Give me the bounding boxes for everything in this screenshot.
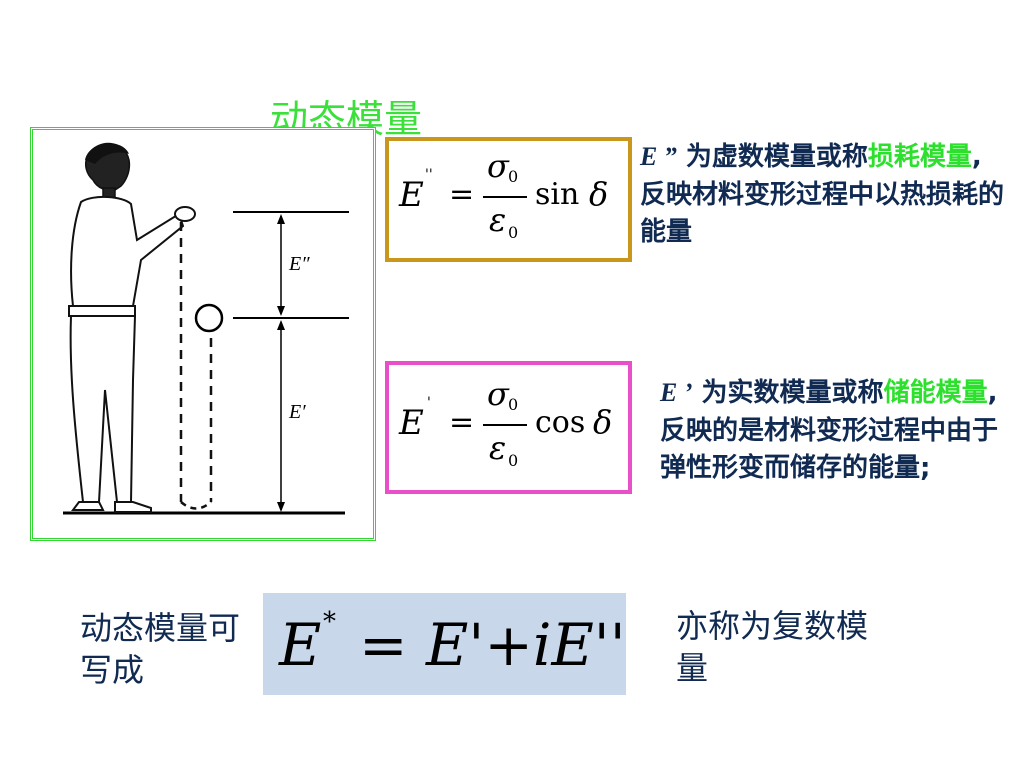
storage-text-1: 为实数模量或称 xyxy=(692,378,884,408)
formula-numerator: σ xyxy=(487,147,509,185)
complex-modulus-formula: E * = E'+iE'' xyxy=(263,593,626,695)
illustration-frame: E″ E′ xyxy=(30,127,376,541)
complex-rhs: = E'+iE'' xyxy=(359,611,626,679)
bottom-left-text: 动态模量可写成 xyxy=(80,609,241,689)
formula-lhs: E xyxy=(399,403,424,443)
label-loss-height: E″ xyxy=(288,253,310,275)
bottom-right-text: 亦称为复数模量 xyxy=(676,607,869,687)
formula-denominator: ε xyxy=(489,429,507,467)
pendulum-figure: E″ E′ xyxy=(63,142,349,515)
ball-icon xyxy=(194,303,224,333)
loss-text-2: , 反映材料变形过程中以热损耗的能量 xyxy=(640,142,1005,248)
formula-lhs: E xyxy=(399,175,424,215)
formula-func: sin xyxy=(535,177,580,212)
storage-modulus-formula-box: E ' = σ 0 ε 0 cos δ xyxy=(385,361,632,494)
formula-equals: = xyxy=(449,177,475,212)
label-storage-height: E′ xyxy=(288,401,306,423)
formula-denominator: ε xyxy=(489,201,507,239)
formula-func: cos xyxy=(535,405,586,440)
formula-prime: '' xyxy=(425,167,433,183)
storage-highlight: 储能模量 xyxy=(883,378,988,408)
formula-num-sub: 0 xyxy=(508,395,519,414)
formula-equals: = xyxy=(449,405,475,440)
formula-den-sub: 0 xyxy=(508,223,519,242)
formula-arg: δ xyxy=(593,403,613,441)
formula-numerator: σ xyxy=(487,375,509,413)
formula-arg: δ xyxy=(589,175,609,213)
complex-lhs: E xyxy=(279,611,322,679)
loss-symbol: E ” xyxy=(640,142,677,171)
fraction-bar xyxy=(483,196,527,198)
storage-symbol: E ’ xyxy=(660,378,693,407)
loss-modulus-description: E ” 为虚数模量或称损耗模量, 反映材料变形过程中以热损耗的能量 xyxy=(640,138,1006,252)
formula-num-sub: 0 xyxy=(508,167,519,186)
loss-highlight: 损耗模量 xyxy=(867,142,972,172)
complex-star: * xyxy=(323,607,336,637)
loss-text-1: 为虚数模量或称 xyxy=(676,142,868,172)
formula-den-sub: 0 xyxy=(508,451,519,470)
storage-text-2: ,反映的是材料变形过程中由于弹性形变而储存的能量; xyxy=(660,378,999,484)
storage-modulus-description: E ’ 为实数模量或称储能模量,反映的是材料变形过程中由于弹性形变而储存的能量; xyxy=(660,374,1004,488)
loss-modulus-formula-box: E '' = σ 0 ε 0 sin δ xyxy=(385,137,632,262)
formula-prime: ' xyxy=(427,395,431,411)
fraction-bar xyxy=(483,424,527,426)
